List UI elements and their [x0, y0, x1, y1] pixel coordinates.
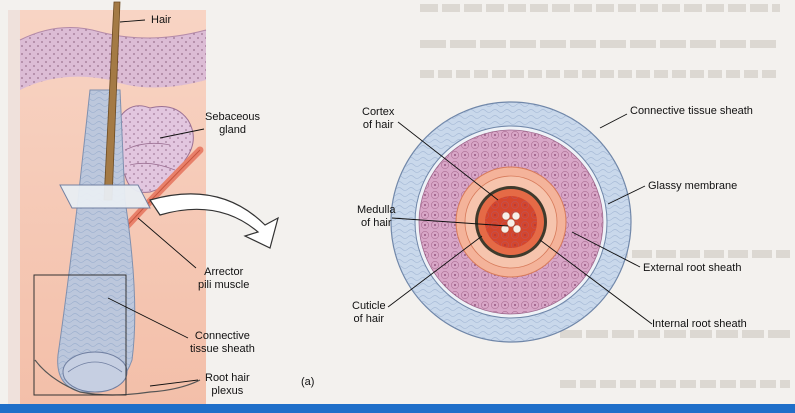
leader-lines	[107, 19, 653, 387]
bottom-accent-bar	[0, 404, 795, 413]
panel-letter: (a)	[301, 376, 315, 388]
label-glassy-membrane: Glassy membrane	[648, 180, 738, 192]
label-medulla: Medulla of hair	[357, 204, 396, 229]
inset-frame	[33, 274, 127, 396]
hair-follicle-illustration	[8, 1, 653, 404]
hair-cross-section	[390, 101, 632, 343]
label-external-root-sheath: External root sheath	[643, 262, 742, 274]
section-plane	[59, 184, 151, 209]
hair-follicle	[57, 1, 136, 393]
label-connective-tissue-sheath-left: Connective tissue sheath	[190, 330, 255, 355]
label-connective-tissue-sheath-right: Connective tissue sheath	[630, 105, 753, 117]
label-cuticle: Cuticle of hair	[352, 300, 386, 325]
label-internal-root-sheath: Internal root sheath	[652, 318, 747, 330]
label-hair: Hair	[151, 14, 172, 26]
label-sebaceous-gland: Sebaceous gland	[205, 111, 261, 136]
label-arrector-pili-muscle: Arrector pili muscle	[198, 266, 250, 291]
medulla-core	[500, 211, 522, 234]
section-arrow	[149, 193, 279, 249]
sebaceous-gland	[115, 105, 194, 193]
label-cortex: Cortex of hair	[362, 106, 395, 131]
label-root-hair-plexus: Root hair plexus	[205, 372, 250, 397]
